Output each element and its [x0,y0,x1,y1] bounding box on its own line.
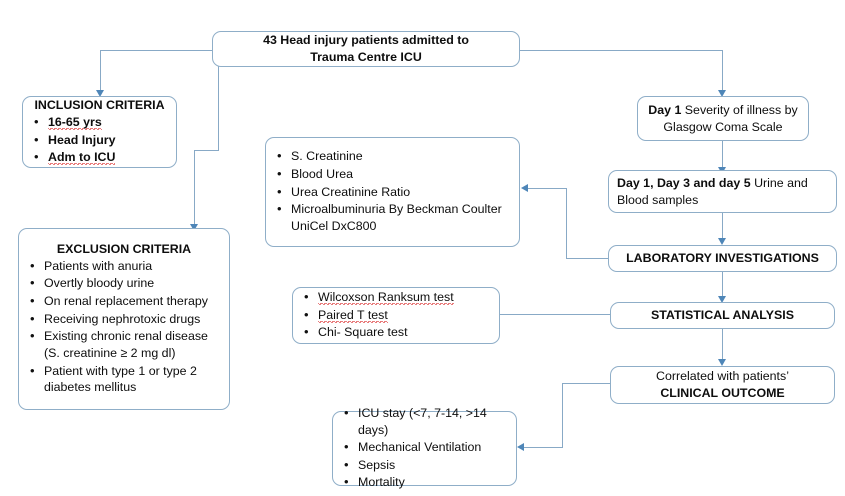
connector-outcome-to-measures-v [562,383,564,448]
samples-rest: Urine and Blood samples [617,175,808,207]
list-item: S. Creatinine [274,147,511,165]
inclusion-heading: INCLUSION CRITERIA [34,98,165,113]
list-item: Mechanical Ventilation [341,438,508,456]
list-item: Urea Creatinine Ratio [274,183,511,201]
connector-top-to-exclusion-v2 [194,150,196,226]
outcome-line2: CLINICAL OUTCOME [660,386,785,400]
node-day1-severity[interactable]: Day 1 Severity of illness by Glasgow Com… [637,96,809,141]
connector-lab-to-tests-v [566,188,568,259]
list-item: Blood Urea [274,165,511,183]
connector-lab-to-tests-h1 [566,258,610,260]
arrowhead-lab [717,238,726,245]
connector-lab-to-tests-h2 [528,188,567,190]
exclusion-heading: EXCLUSION CRITERIA [56,242,192,257]
node-statistical-tests[interactable]: Wilcoxson Ranksum test Paired T test Chi… [292,287,500,344]
connector-day1-to-samples [722,141,724,170]
list-item: Chi- Square test [301,323,491,341]
arrowhead-outcome [717,359,726,366]
outcome-measures-list: ICU stay (<7, 7-14, >14 days) Mechanical… [341,404,508,491]
node-laboratory-tests[interactable]: S. Creatinine Blood Urea Urea Creatinine… [265,137,520,247]
exclusion-list: Patients with anuria Overtly bloody urin… [27,257,221,396]
samples-bold: Day 1, Day 3 and day 5 [617,175,751,190]
connector-top-to-inclusion-v [100,50,102,92]
connector-stats-to-outcome [722,329,724,362]
node-statistical-analysis[interactable]: STATISTICAL ANALYSIS [610,302,835,329]
list-item: Mortality [341,473,508,491]
statistics-label: STATISTICAL ANALYSIS [651,308,794,323]
list-item: Head Injury [31,131,168,149]
connector-samples-to-lab [722,213,724,241]
outcome-line1: Correlated with patients’ [656,369,789,384]
day1-bold: Day 1 [648,102,682,117]
node-laboratory-investigations[interactable]: LABORATORY INVESTIGATIONS [608,245,837,272]
connector-outcome-to-measures-h1 [562,383,610,385]
node-exclusion-criteria[interactable]: EXCLUSION CRITERIA Patients with anuria … [18,228,230,410]
connector-top-to-day1-v [722,50,724,92]
list-item: Paired T test [301,306,491,324]
node-outcome-measures[interactable]: ICU stay (<7, 7-14, >14 days) Mechanical… [332,404,517,490]
list-item: ICU stay (<7, 7-14, >14 days) [341,404,508,438]
list-item: Microalbuminuria By Beckman Coulter UniC… [274,200,511,234]
laboratory-label: LABORATORY INVESTIGATIONS [626,251,819,266]
lab-tests-list: S. Creatinine Blood Urea Urea Creatinine… [274,147,511,234]
node-sample-collection[interactable]: Day 1, Day 3 and day 5 Urine and Blood s… [608,170,837,213]
arrowhead-lab-tests [521,184,528,192]
arrowhead-exclusion [189,224,198,231]
list-item: Patients with anuria [27,257,221,275]
list-item: Existing chronic renal disease (S. creat… [27,327,221,361]
connector-outcome-to-measures-h2 [524,447,563,449]
inclusion-list: 16-65 yrs Head Injury Adm to ICU [31,113,168,166]
arrowhead-day1 [717,90,726,97]
connector-stats-to-tests [500,314,610,316]
top-line1: 43 Head injury patients admitted to [263,33,469,48]
connector-top-to-inclusion-h [100,50,213,52]
list-item: Receiving nephrotoxic drugs [27,310,221,328]
list-item: Overtly bloody urine [27,274,221,292]
list-item: On renal replacement therapy [27,292,221,310]
arrowhead-inclusion [95,90,104,97]
list-item: Wilcoxson Ranksum test [301,288,491,306]
list-item: Adm to ICU [31,148,168,166]
list-item: Sepsis [341,456,508,474]
arrowhead-stats [717,296,726,303]
arrowhead-outcome-measures [517,443,524,451]
node-inclusion-criteria[interactable]: INCLUSION CRITERIA 16-65 yrs Head Injury… [22,96,177,168]
connector-top-to-exclusion-v1 [218,66,220,150]
node-top-cohort[interactable]: 43 Head injury patients admitted to Trau… [212,31,520,67]
stat-tests-list: Wilcoxson Ranksum test Paired T test Chi… [301,288,491,341]
top-line2: Trauma Centre ICU [310,50,422,64]
node-clinical-outcome[interactable]: Correlated with patients’ CLINICAL OUTCO… [610,366,835,404]
list-item: 16-65 yrs [31,113,168,131]
list-item: Patient with type 1 or type 2 diabetes m… [27,362,221,396]
connector-top-to-exclusion-h [194,150,219,152]
day1-rest: Severity of illness by Glasgow Coma Scal… [663,102,798,134]
connector-lab-to-stats [722,272,724,299]
connector-top-to-day1-h [520,50,722,52]
